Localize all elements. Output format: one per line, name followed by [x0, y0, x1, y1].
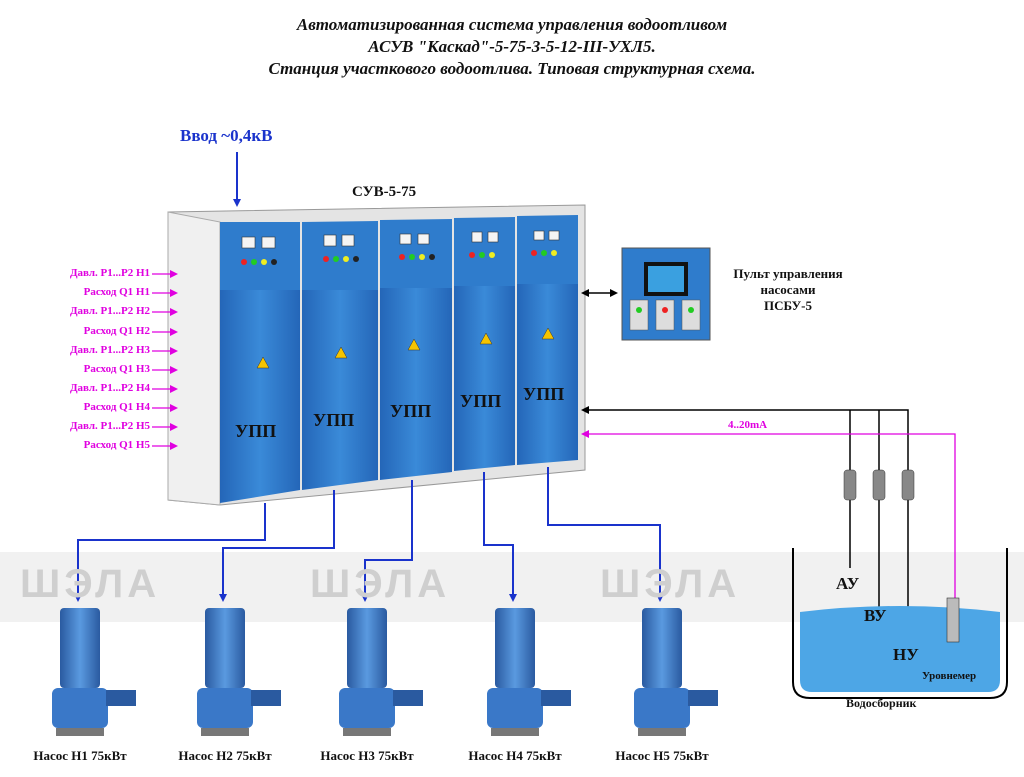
level-electrodes: [843, 469, 915, 501]
level-meter-label: Уровнемер: [922, 670, 977, 682]
cabinet-label: СУВ-5-75: [352, 184, 417, 200]
watermark-2: ШЭЛА: [310, 562, 451, 606]
signal-arrows: [152, 270, 178, 450]
signal-label-2: Расход Q1 H1: [83, 286, 150, 298]
diagram-title: Автоматизированная система управления во…: [0, 14, 1024, 80]
signal-label-4: Расход Q1 H2: [83, 325, 150, 337]
level-upper-label: АУ: [836, 574, 860, 593]
signal-label-9: Давл. P1...P2 H5: [69, 420, 150, 432]
signal-label-5: Давл. P1...P2 H3: [69, 344, 150, 356]
panel-label-5: УПП: [523, 384, 565, 404]
signal-label-7: Давл. P1...P2 H4: [69, 382, 150, 394]
console-label: Пульт управления насосами ПСБУ-5: [718, 266, 858, 314]
level-low-label: НУ: [893, 645, 919, 664]
title-line-3: Станция участкового водоотлива. Типовая …: [268, 59, 756, 78]
console-label-line-1: Пульт управления: [733, 266, 843, 281]
panel-label-4: УПП: [460, 391, 502, 411]
level-high-label: ВУ: [864, 606, 887, 625]
pump-feed-lines: [74, 467, 664, 602]
signal-label-8: Расход Q1 H4: [83, 401, 150, 413]
control-cabinet: [167, 204, 586, 506]
pump-icon-3: [339, 608, 423, 736]
console-label-line-3: ПСБУ-5: [763, 298, 812, 313]
control-console: [621, 247, 711, 341]
panel-5: [517, 215, 578, 465]
sump-tank: [792, 548, 1008, 699]
panel-1: [220, 222, 300, 503]
pump-label-1: Насос Н1 75кВт: [33, 748, 127, 763]
watermark-3: ШЭЛА: [600, 562, 741, 606]
pump-label-3: Насос Н3 75кВт: [320, 748, 414, 763]
panel-3: [380, 219, 452, 480]
panel-label-3: УПП: [390, 401, 432, 421]
level-meter-icon: [946, 597, 960, 643]
pump-label-4: Насос Н4 75кВт: [468, 748, 562, 763]
sump-label: Водосборник: [846, 696, 917, 710]
pumps: [52, 608, 718, 736]
watermark-1: ШЭЛА: [20, 562, 161, 606]
panel-label-2: УПП: [313, 410, 355, 430]
pump-icon-4: [487, 608, 571, 736]
input-label: Ввод ~0,4кВ: [180, 126, 273, 145]
pump-label-5: Насос Н5 75кВт: [615, 748, 709, 763]
panel-2: [302, 221, 378, 490]
signal-label-6: Расход Q1 H3: [83, 363, 150, 375]
pump-icon-5: [634, 608, 718, 736]
panel-label-1: УПП: [235, 421, 277, 441]
analog-signal-line: [581, 430, 956, 625]
pump-label-2: Насос Н2 75кВт: [178, 748, 272, 763]
pump-icon-1: [52, 608, 136, 736]
title-line-1: Автоматизированная система управления во…: [296, 15, 728, 34]
pump-icon-2: [197, 608, 281, 736]
signal-label-10: Расход Q1 H5: [83, 439, 150, 451]
console-label-line-2: насосами: [760, 282, 816, 297]
signal-label-3: Давл. P1...P2 H2: [69, 305, 150, 317]
signal-label-1: Давл. P1...P2 H1: [69, 267, 150, 279]
panel-4: [454, 217, 515, 471]
title-line-2: АСУВ "Каскад"-5-75-3-5-12-III-УХЛ5.: [368, 37, 656, 56]
analog-signal-label: 4..20mA: [728, 419, 768, 431]
